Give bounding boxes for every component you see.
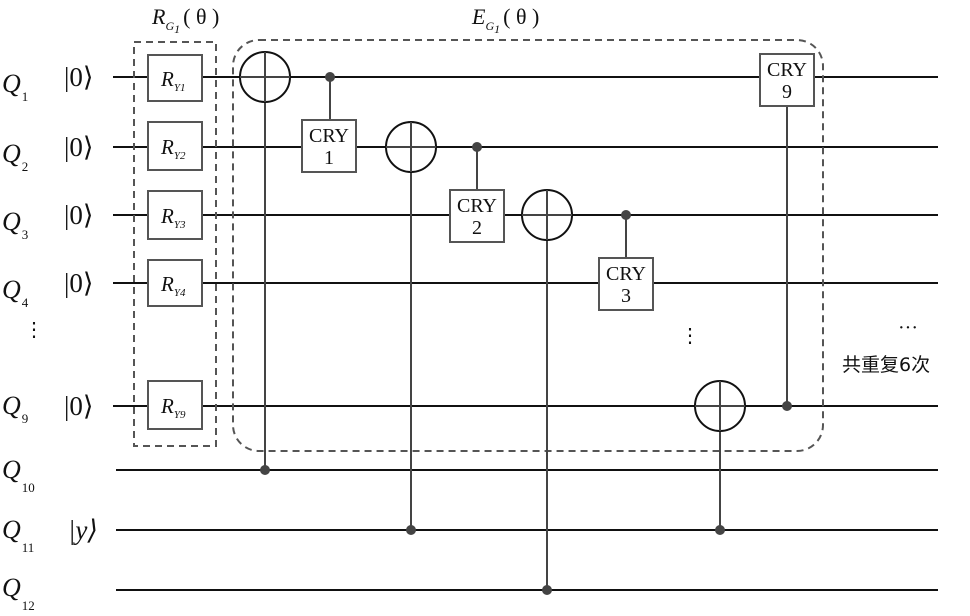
entangle-block-frame — [232, 39, 824, 452]
cnot-2-control — [406, 525, 416, 535]
cry-9-gate — [759, 53, 815, 107]
ket-q4: |0⟩ — [64, 268, 93, 298]
ket-q1: |0⟩ — [64, 62, 93, 92]
qubit-label-q1: Q1 — [2, 69, 28, 104]
repeat-note: 共重复6次 — [842, 354, 930, 376]
cry-3-gate — [598, 257, 654, 311]
repeat-annotation: ··· 共重复6次 — [842, 317, 930, 376]
ry3-label: RY3 — [160, 204, 186, 231]
qubit-label-q11: Q11 — [2, 515, 34, 555]
ket-q9: |0⟩ — [64, 391, 93, 421]
qubit-label-q9: Q9 — [2, 391, 28, 426]
ry1-gate — [147, 54, 203, 102]
vertical-ellipsis-labels: ⋮ — [24, 319, 44, 341]
cry-1-control — [325, 72, 335, 82]
ry9-gate — [147, 380, 203, 430]
cry-2-name: CRY — [457, 195, 497, 217]
cry-1-gate — [301, 119, 357, 173]
cry-3-control — [621, 210, 631, 220]
rotation-block-frame — [133, 41, 217, 447]
cry-2-control — [472, 142, 482, 152]
ry2-gate — [147, 121, 203, 171]
ket-q11: |y⟩ — [68, 515, 98, 545]
qubit-label-q2: Q2 — [2, 139, 28, 174]
cry-9-control — [782, 401, 792, 411]
ry4-label: RY4 — [160, 272, 186, 299]
cnot-3-control — [542, 585, 552, 595]
cry-9-name: CRY — [767, 59, 807, 81]
cnot-9-control — [715, 525, 725, 535]
ket-q2: |0⟩ — [64, 132, 93, 162]
trailing-dots: ··· — [898, 317, 918, 339]
entangle-block: EG1( θ ) CRY 1 CRY 2 — [232, 4, 824, 595]
qubit-label-q4: Q4 — [2, 275, 29, 310]
qubit-wires — [113, 76, 938, 591]
cry-2-index: 2 — [472, 217, 482, 239]
ry2-label: RY2 — [160, 135, 186, 162]
qubit-label-q3: Q3 — [2, 207, 28, 242]
entangle-block-title: EG1( θ ) — [471, 4, 539, 36]
cry-2-gate — [449, 189, 505, 243]
ry3-gate — [147, 190, 203, 240]
cry-3-name: CRY — [606, 263, 646, 285]
cnot-1-control — [260, 465, 270, 475]
cry-1-index: 1 — [324, 147, 334, 169]
cry-3-index: 3 — [621, 285, 631, 307]
ry4-gate — [147, 259, 203, 307]
initial-states: |0⟩ |0⟩ |0⟩ |0⟩ |0⟩ |y⟩ — [63, 58, 114, 549]
cry-9-index: 9 — [782, 81, 792, 103]
qubit-labels: Q1 Q2 Q3 Q4 Q9 Q10 Q11 Q12 ⋮ — [2, 69, 44, 613]
qubit-label-q12: Q12 — [2, 573, 35, 613]
cry-1-name: CRY — [309, 125, 349, 147]
ket-q3: |0⟩ — [64, 200, 93, 230]
continuation-dots: ⋮ — [680, 325, 700, 347]
rotation-block-title: RG1( θ ) — [151, 4, 219, 36]
ry9-label: RY9 — [160, 394, 186, 421]
rotation-block: RG1( θ ) RY1 RY2 RY3 RY4 RY9 — [133, 4, 219, 447]
ry1-label: RY1 — [160, 67, 185, 94]
qubit-label-q10: Q10 — [2, 455, 35, 495]
